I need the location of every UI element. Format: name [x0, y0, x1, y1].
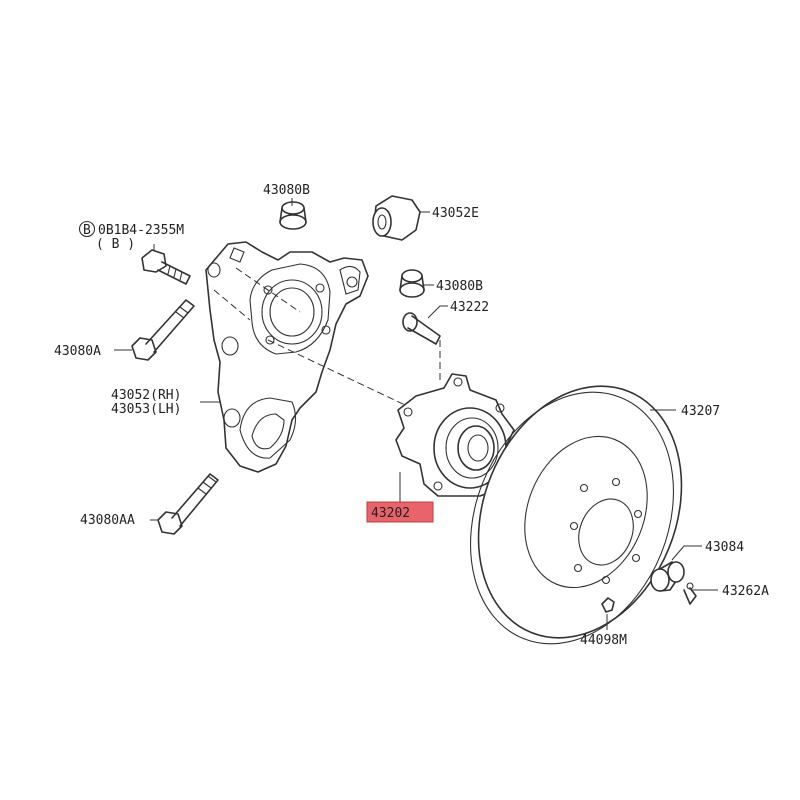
label-43202: 43202 — [371, 506, 410, 521]
label-43222: 43222 — [450, 300, 489, 315]
label-43052: 43052(RH) — [111, 388, 181, 403]
bolt-43080A — [131, 299, 195, 361]
bolt-43080AA — [157, 473, 219, 535]
label-43052E: 43052E — [432, 206, 479, 221]
bushing-43080B-mid — [399, 269, 425, 298]
label-43053: 43053(LH) — [111, 402, 181, 417]
bolt-top — [141, 249, 191, 285]
bushing-43052E — [372, 195, 421, 241]
highlight-box-43202 — [366, 501, 434, 523]
stud-43222 — [402, 312, 441, 345]
label-43080B-top: 43080B — [263, 183, 310, 198]
brake-rotor-43207 — [469, 385, 683, 645]
nut-44098M — [601, 597, 615, 613]
steering-knuckle — [205, 241, 369, 473]
label-bolt-qty: ( B ) — [96, 237, 135, 252]
part-labels: 43080B 43052E B 0B1B4-2355M ( B ) 43080B… — [54, 183, 769, 648]
label-43262A: 43262A — [722, 584, 769, 599]
label-44098M: 44098M — [580, 633, 627, 648]
cap-43084 — [650, 561, 685, 592]
label-bolt-spec: 0B1B4-2355M — [98, 223, 184, 238]
bolt-marker-circle — [78, 220, 96, 238]
label-43080A: 43080A — [54, 344, 101, 359]
bushing-43080B-top — [279, 201, 307, 230]
cotter-pin-43262A — [683, 582, 697, 605]
label-43207: 43207 — [681, 404, 720, 419]
label-43084: 43084 — [705, 540, 744, 555]
wheel-hub-43202 — [395, 373, 515, 497]
label-43080B-mid: 43080B — [436, 279, 483, 294]
label-43080AA: 43080AA — [80, 513, 135, 528]
leader-lines — [114, 198, 718, 630]
label-bolt-marker: B — [83, 223, 91, 238]
